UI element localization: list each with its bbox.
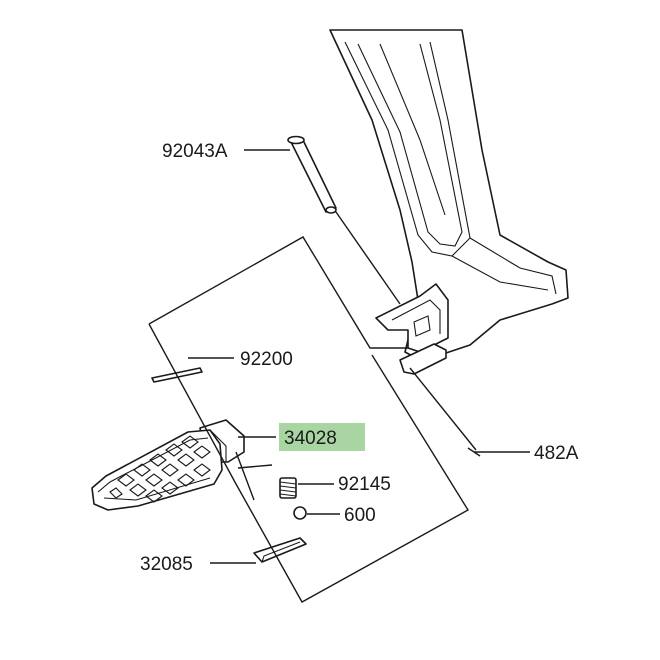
label-ball: 600 <box>344 505 376 526</box>
plate-32085 <box>253 537 307 563</box>
footpeg-bracket <box>329 29 569 375</box>
label-plate: 32085 <box>140 554 193 575</box>
footpeg-tread <box>109 435 211 503</box>
label-bolt: 92043A <box>162 141 228 162</box>
footpeg-34028 <box>91 419 245 511</box>
part-labels: 92043A 92200 34028 92145 600 32085 482A <box>140 141 579 575</box>
label-footpeg: 34028 <box>284 428 337 449</box>
part-highlight <box>279 423 365 451</box>
label-spring: 92145 <box>338 474 391 495</box>
bolt-92043a <box>287 135 337 214</box>
ball-600 <box>293 506 307 520</box>
construction-lines <box>148 211 477 603</box>
spring-92145 <box>279 477 297 499</box>
leader-lines <box>188 149 530 564</box>
label-pin: 92200 <box>240 349 293 370</box>
label-bracket: 482A <box>534 443 579 464</box>
